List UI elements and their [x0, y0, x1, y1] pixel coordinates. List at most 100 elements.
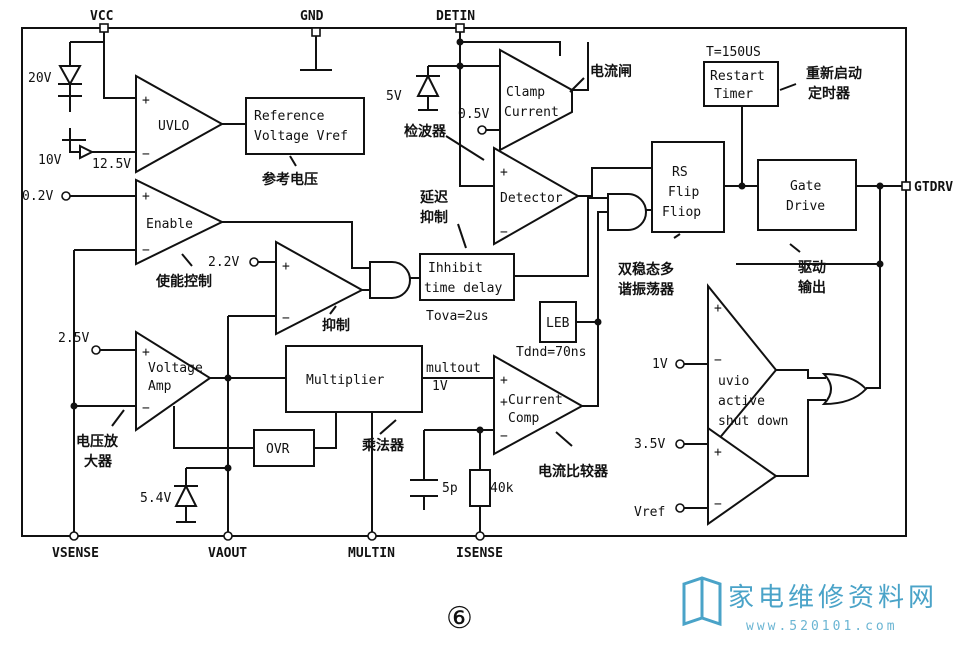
label-2v5: 2.5V [58, 331, 89, 346]
label-1v-uvio: 1V [652, 357, 668, 372]
pin-vaout-circle [223, 531, 233, 541]
watermark-text: 家电维修资料网 [728, 583, 938, 613]
label-10v: 10V [38, 153, 62, 168]
cn-detector: 检波器 [404, 123, 447, 140]
svg-text:+: + [142, 189, 150, 204]
svg-text:+: + [142, 93, 150, 108]
svg-text:+: + [500, 395, 508, 410]
label-20v: 20V [28, 71, 52, 86]
polarity-marks: +− +− +− +− +− ++− +− +− [142, 93, 722, 512]
gate-label-1: Gate [790, 179, 821, 194]
cn-current-comp: 电流比较器 [538, 463, 609, 480]
svg-text:−: − [142, 401, 150, 416]
inhibit-label-2: time delay [424, 281, 502, 296]
cn-drive-2: 输出 [798, 279, 826, 296]
enable-comparator [135, 178, 225, 266]
label-1v: 1V [432, 379, 448, 394]
or-gate [821, 372, 868, 406]
cn-voltage-amp-1: 电压放 [76, 433, 119, 450]
wires [69, 30, 904, 536]
svg-text:+: + [282, 259, 290, 274]
clamp-label-1: Clamp [506, 85, 545, 100]
pin-vcc-square [99, 23, 109, 33]
label-tdnd: Tdnd=70ns [516, 345, 586, 360]
uvlo-label: UVLO [158, 119, 189, 134]
svg-text:−: − [500, 429, 508, 444]
label-2v2: 2.2V [208, 255, 239, 270]
label-5v: 5V [386, 89, 402, 104]
pin-vsense-label: VSENSE [52, 546, 99, 561]
gate-label-2: Drive [786, 199, 825, 214]
rs-label-3: Fliop [662, 205, 701, 220]
pin-isense-circle [475, 531, 485, 541]
uvio-label-2: active [718, 394, 765, 409]
pin-vcc-label: VCC [90, 9, 113, 24]
current-comp-label-1: Current [508, 393, 563, 408]
label-40k: 40k [490, 481, 514, 496]
clamp-label-2: Current [504, 105, 559, 120]
inhibit-label-1: Ihhibit [428, 261, 483, 276]
pin-detin-label: DETIN [436, 9, 475, 24]
rs-label-1: RS [672, 165, 688, 180]
detector-comparator [493, 146, 581, 246]
cn-voltage-amp-2: 大器 [84, 453, 113, 470]
junction-dots [70, 38, 884, 472]
enable-label: Enable [146, 217, 193, 232]
multiplier-label: Multiplier [306, 373, 384, 388]
reference-10v-12v5 [62, 128, 95, 160]
clamp-current-block [499, 48, 573, 152]
label-3v5: 3.5V [634, 437, 665, 452]
cn-delay-1: 延迟 [419, 189, 448, 206]
cn-inhibit: 抑制 [322, 317, 350, 334]
svg-text:−: − [282, 311, 290, 326]
restart-label-1: Restart [710, 69, 765, 84]
pin-vsense-circle [69, 531, 79, 541]
leb-label: LEB [546, 316, 570, 331]
label-12v5: 12.5V [92, 157, 131, 172]
pin-gnd-label: GND [300, 9, 324, 24]
shutdown-comparator [707, 426, 778, 526]
cn-restart-2: 定时器 [808, 85, 851, 102]
capacitor-5p [410, 479, 438, 497]
rs-flipflop-block [651, 141, 725, 233]
svg-text:+: + [714, 445, 722, 460]
resistor-40k [469, 469, 491, 507]
label-tova: Tova=2us [426, 309, 489, 324]
watermark-url: www.520101.com [746, 619, 898, 634]
cn-drive-1: 驱动 [798, 259, 826, 276]
ovr-block [253, 429, 315, 467]
uvlo-comparator [135, 74, 225, 174]
label-t150: T=150US [706, 45, 761, 60]
cn-current-gate: 电流闸 [590, 63, 632, 80]
voltage-amp-label-2: Amp [148, 379, 172, 394]
svg-text:−: − [500, 225, 508, 240]
pin-gtdrv-square [901, 181, 911, 191]
cn-multivib-2: 谐振荡器 [618, 281, 675, 298]
pin-multin-circle [367, 531, 377, 541]
uvio-label-3: shut down [718, 414, 788, 429]
reference-label-1: Reference [254, 109, 325, 124]
cn-multiplier: 乘法器 [361, 437, 405, 454]
voltage-amp [135, 330, 212, 432]
svg-text:−: − [714, 353, 722, 368]
label-multout: multout [426, 361, 481, 376]
pin-gnd-square [311, 27, 321, 37]
watermark: 家电维修资料网 www.520101.com [682, 576, 938, 634]
cn-restart-1: 重新启动 [806, 65, 862, 82]
cn-multivib-1: 双稳态多 [618, 261, 674, 278]
cn-ref-voltage: 参考电压 [262, 171, 318, 188]
zener-5v [416, 73, 440, 111]
inhibit-comparator [275, 240, 365, 336]
current-comp-label-2: Comp [508, 411, 539, 426]
svg-text:+: + [714, 301, 722, 316]
pin-isense-label: ISENSE [456, 546, 503, 561]
zener-20v [58, 65, 82, 97]
book-logo-icon [682, 576, 722, 627]
svg-text:+: + [500, 165, 508, 180]
leb-and-gate [607, 193, 647, 231]
label-5v4: 5.4V [140, 491, 171, 506]
pins [61, 23, 911, 541]
cn-enable-ctrl: 使能控制 [155, 273, 212, 290]
annotation-arrows [111, 77, 801, 447]
